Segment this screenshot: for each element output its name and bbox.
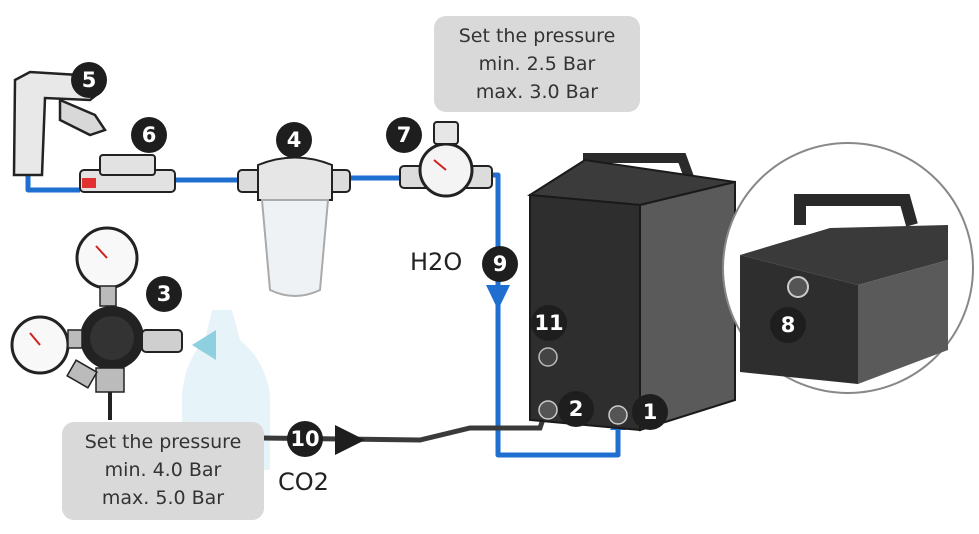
callout-line-1: Set the pressure [458, 25, 616, 47]
water-pressure-callout: Set the pressure min. 2.5 Bar max. 3.0 B… [434, 16, 640, 112]
detail-inset [722, 142, 974, 394]
callout-line-3: max. 3.0 Bar [475, 81, 599, 103]
faucet [12, 70, 107, 177]
co2-label: CO2 [278, 468, 329, 496]
badge-6-valve: 6 [131, 117, 167, 153]
co2-flow-arrow-head [335, 425, 365, 455]
co2-pressure-regulator [10, 226, 183, 420]
water-flow-arrow [486, 285, 510, 310]
badge-9-water-flow: 9 [482, 246, 518, 282]
badge-8-rear-port: 8 [770, 307, 806, 343]
water-pressure-regulator [399, 121, 493, 198]
badge-4-filter: 4 [276, 122, 312, 158]
badge-3-co2-regulator: 3 [146, 276, 182, 312]
callout-line-3: max. 5.0 Bar [101, 487, 225, 509]
badge-2-co2-inlet: 2 [558, 391, 594, 427]
co2-flow-arrow [192, 330, 216, 360]
shutoff-valve [79, 154, 176, 193]
water-line [25, 170, 621, 458]
badge-1-water-inlet: 1 [632, 394, 668, 430]
callout-line-2: min. 2.5 Bar [478, 53, 596, 75]
callout-line-2: min. 4.0 Bar [104, 459, 222, 481]
badge-11-port: 11 [531, 305, 567, 341]
water-filter [237, 156, 351, 297]
co2-pressure-callout: Set the pressure min. 4.0 Bar max. 5.0 B… [62, 422, 264, 520]
badge-10-co2-flow: 10 [287, 421, 323, 457]
badge-5-faucet: 5 [71, 62, 107, 98]
callout-line-1: Set the pressure [84, 431, 242, 453]
cooler-unit [526, 153, 736, 432]
badge-7-water-regulator: 7 [386, 117, 422, 153]
h2o-label: H2O [410, 248, 463, 276]
